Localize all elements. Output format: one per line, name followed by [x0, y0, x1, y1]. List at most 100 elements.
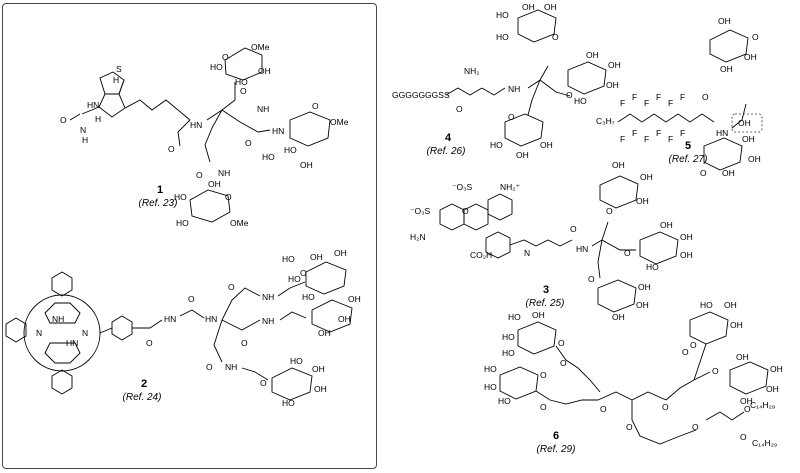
c5-oh-boxed: OH: [738, 118, 751, 128]
c6-o-7: O: [692, 422, 699, 432]
c4-ho-3: HO: [574, 96, 587, 106]
c2-ho-4: HO: [290, 356, 303, 366]
biotin-h-atom: H: [95, 114, 101, 124]
c1-o-ring2: O: [312, 101, 319, 111]
compound-6-structure: HO OH HO HO O HO HO HO O O O O O O O O O…: [484, 300, 783, 448]
c3-oh-2: OH: [640, 172, 653, 182]
c5-o-2: O: [700, 168, 707, 178]
c2-nh-3: NH: [262, 292, 274, 302]
c2-oh-2: OH: [334, 248, 347, 258]
c3-oh-8: OH: [636, 300, 649, 310]
c2-oh-5: OH: [318, 328, 331, 338]
c5-f-10: F: [656, 128, 661, 138]
c6-o-12: O: [740, 432, 747, 442]
c4-ho-2: HO: [496, 32, 509, 42]
c6-o-11: O: [744, 404, 751, 414]
c1-o-amide: O: [168, 144, 175, 154]
compound-3-ref: (Ref. 25): [525, 298, 565, 309]
c5-f-8: F: [632, 128, 637, 138]
compound-2-ref: (Ref. 24): [122, 392, 162, 403]
c1-oh-4: OH: [208, 179, 221, 189]
c2-o-7: O: [260, 378, 267, 388]
c5-f-11: F: [668, 134, 673, 144]
compound-3-number: 3: [542, 284, 550, 296]
compound-3-structure: ⁻O₃S NH₂⁺ ⁻O₃S H₂N O CO₂H N O HN OH OH O…: [410, 160, 693, 322]
biotin-h3-atom: H: [82, 135, 88, 145]
compound-5-structure: C₃H₇ F F F F F F F F F F F F O HN OH OH …: [596, 16, 763, 178]
compound-2-structure: NH HN N N O HN O HN O NH O NH O NH HO: [5, 248, 361, 408]
c6-ho-7: HO: [700, 300, 713, 310]
c6-o-1: O: [558, 338, 565, 348]
c1-o-2: O: [245, 138, 252, 148]
c3-co2h: CO₂H: [470, 250, 492, 260]
c2-ho-3: HO: [302, 292, 315, 302]
c4-o-1: O: [456, 104, 463, 114]
c6-ho-6: HO: [498, 396, 511, 406]
c1-nh-3: NH: [218, 168, 230, 178]
c5-oh-2: OH: [744, 52, 757, 62]
compound-6-ref: (Ref. 29): [536, 444, 576, 455]
c1-ho-2: HO: [210, 62, 223, 72]
biotin-o-atom: O: [60, 115, 67, 125]
c3-oh-6: OH: [680, 250, 693, 260]
compound-2-number: 2: [140, 378, 148, 390]
compound-5-number: 5: [684, 140, 692, 152]
porph-n-2: N: [82, 328, 88, 338]
c3-h2n: H₂N: [410, 232, 426, 242]
c1-ho-3: HO: [284, 145, 297, 155]
compound-4-ref: (Ref. 26): [426, 146, 466, 157]
c2-o-4: O: [241, 338, 248, 348]
c1-oh-1: O: [222, 52, 229, 62]
c5-oh-3: OH: [720, 64, 733, 74]
c3-nh2plus: NH₂⁺: [500, 182, 521, 192]
c2-o-2: O: [188, 294, 195, 304]
c5-f-12: F: [680, 128, 685, 138]
c3-o-amide: O: [570, 224, 577, 234]
c3-o-2: O: [624, 248, 631, 258]
c3-so3-1: ⁻O₃S: [452, 182, 473, 192]
c4-oh-4: OH: [608, 60, 621, 70]
biotin-hn-atom: HN: [87, 100, 99, 110]
c5-f-5: F: [668, 98, 673, 108]
c6-ho-5: HO: [484, 382, 497, 392]
c1-ho-6: HO: [176, 218, 189, 228]
c1-ome-2: OMe: [330, 117, 349, 127]
c6-oh-5: OH: [770, 364, 783, 374]
porph-hn-1: HN: [66, 338, 78, 348]
c3-ho-1: HO: [646, 262, 659, 272]
c2-oh-6: OH: [312, 364, 325, 374]
c6-oh-2: OH: [724, 300, 737, 310]
compound-4-number: 4: [444, 132, 452, 144]
c6-ho-1: HO: [508, 312, 521, 322]
c2-oh-4: OH: [338, 314, 351, 324]
c2-ho-2: HO: [288, 274, 301, 284]
c6-ho-2: HO: [502, 332, 515, 342]
c4-o-2: O: [552, 32, 559, 42]
c3-hn: HN: [576, 244, 588, 254]
c1-ho-1: HO: [235, 77, 248, 87]
c3-so3-2: ⁻O₃S: [410, 206, 431, 216]
compound-5-ref: (Ref. 27): [668, 154, 708, 165]
c1-ho-4: HO: [262, 152, 275, 162]
c1-ome-1: OMe: [251, 42, 270, 52]
c4-oh-6: OH: [540, 140, 553, 150]
c1-oh-3: OH: [300, 160, 313, 170]
biotin-n-atom: N: [80, 125, 86, 135]
c1-ome-3: OMe: [230, 218, 249, 228]
c5-o-amide: O: [702, 92, 709, 102]
c3-oh-9: OH: [612, 312, 625, 322]
c6-o-6: O: [626, 422, 633, 432]
c2-nh-5: NH: [225, 362, 237, 372]
c1-o-3: O: [196, 170, 203, 180]
c5-f-4: F: [656, 92, 661, 102]
compound-1-ref: (Ref. 23): [138, 198, 178, 209]
c4-peptide: GGGGGGGSS: [392, 90, 450, 100]
c5-oh-1: OH: [718, 16, 731, 26]
c6-o-13: O: [690, 340, 697, 350]
c4-oh-2: OH: [544, 2, 557, 12]
c1-hn-amide: HN: [190, 120, 202, 130]
c4-oh-1: OH: [522, 2, 535, 12]
c4-o-4: O: [508, 112, 515, 122]
c3-n: N: [524, 248, 530, 258]
c5-f-1: F: [620, 98, 625, 108]
